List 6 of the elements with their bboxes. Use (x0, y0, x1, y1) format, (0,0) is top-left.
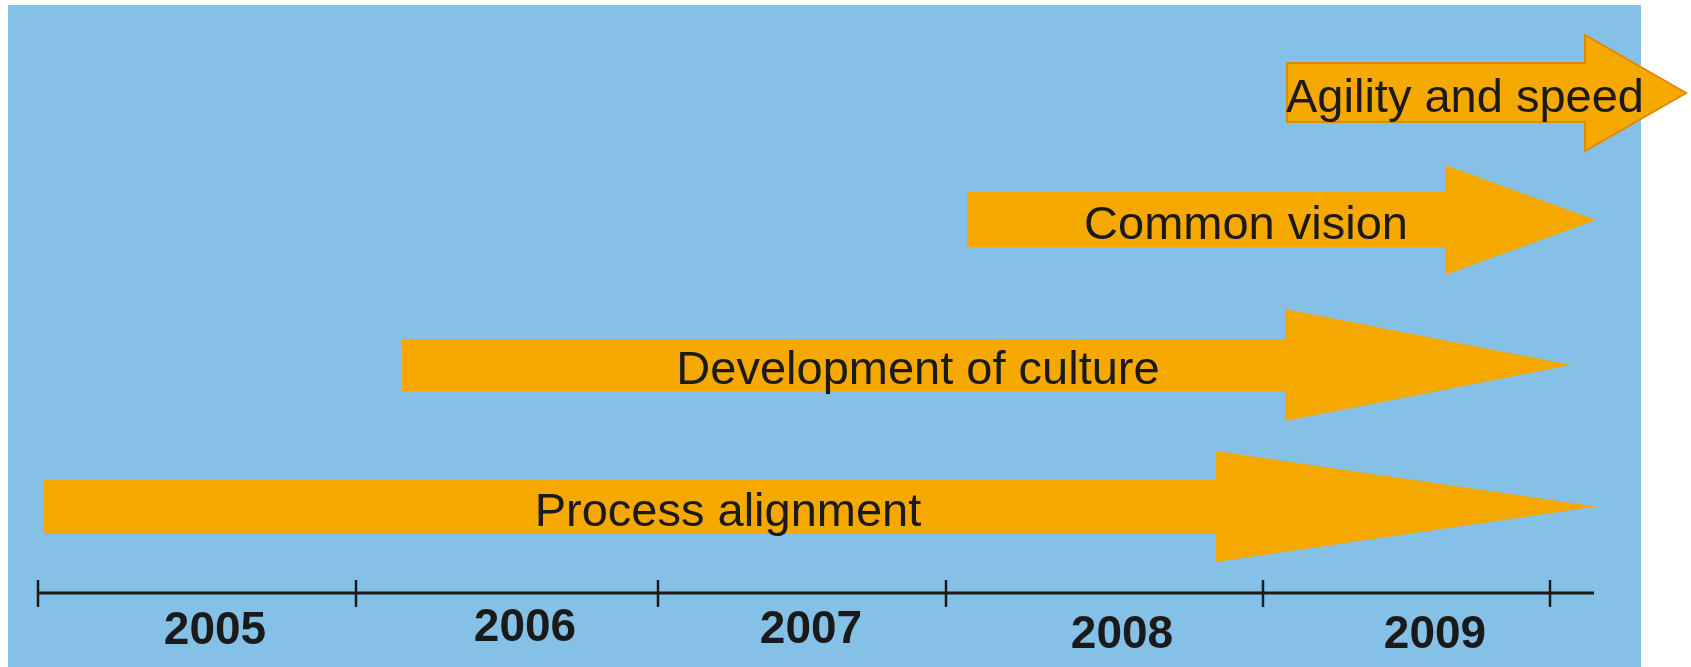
year-label: 2008 (1070, 609, 1174, 655)
year-label: 2009 (1383, 609, 1487, 655)
year-label: 2006 (473, 602, 577, 648)
year-label: 2007 (759, 604, 863, 650)
arrow-label: Common vision (1084, 198, 1408, 245)
year-label: 2005 (163, 605, 267, 651)
